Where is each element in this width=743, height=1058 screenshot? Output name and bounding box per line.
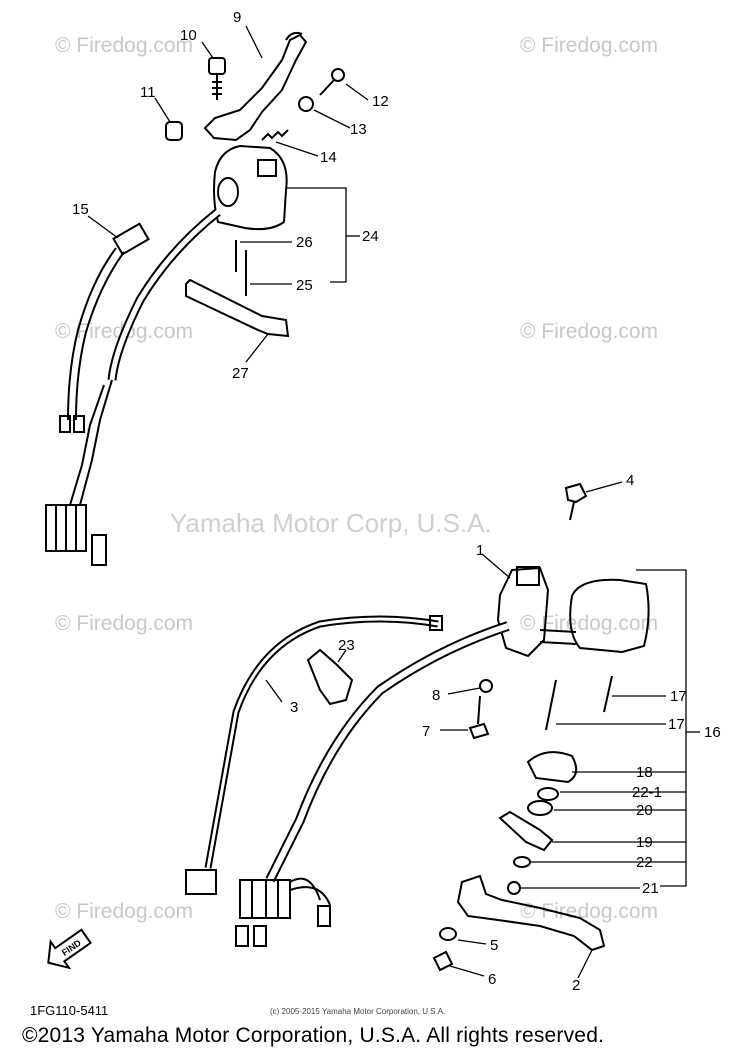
watermark-firedog: © Firedog.com <box>520 612 658 635</box>
guide-part-18 <box>526 751 578 784</box>
callout-19: 19 <box>636 834 653 851</box>
find-button[interactable]: FIND <box>39 923 95 976</box>
lower-assembly <box>185 482 650 972</box>
callout-21: 21 <box>642 880 659 897</box>
upper-assembly <box>45 31 345 566</box>
screw-part-21 <box>507 881 521 895</box>
callout-2: 2 <box>572 977 580 994</box>
callout-14: 14 <box>320 149 337 166</box>
callout-26: 26 <box>296 234 313 251</box>
watermark-firedog: © Firedog.com <box>55 612 193 635</box>
callout-5: 5 <box>490 937 498 954</box>
callout-labels: 9 10 11 12 13 14 15 24 26 25 27 4 1 23 3… <box>72 9 721 994</box>
terminal-part-23 <box>306 648 354 706</box>
watermark-firedog: © Firedog.com <box>520 900 658 923</box>
washer-part-22 <box>513 856 531 868</box>
leader-lines <box>87 25 700 979</box>
callout-6: 6 <box>488 971 496 988</box>
callout-22: 22 <box>636 854 653 871</box>
callout-18: 18 <box>636 764 653 781</box>
bolt-part-4 <box>564 482 588 504</box>
screw-part-12 <box>331 68 345 82</box>
spring-part-14 <box>261 129 289 141</box>
lever-part-9 <box>203 33 308 142</box>
nut-part-6 <box>432 950 454 972</box>
callout-23: 23 <box>338 637 355 654</box>
callout-9: 9 <box>233 9 241 26</box>
watermark-firedog: © Firedog.com <box>55 34 193 57</box>
watermark-firedog: © Firedog.com <box>520 320 658 343</box>
callout-15: 15 <box>72 201 89 218</box>
screw-part-17 <box>603 675 613 713</box>
callout-25: 25 <box>296 277 313 294</box>
part-code: 1FG110-5411 <box>30 1003 109 1018</box>
callout-10: 10 <box>180 27 197 44</box>
switch-part-15 <box>112 222 150 256</box>
connector-part-3 <box>185 869 217 895</box>
callout-7: 7 <box>422 723 430 740</box>
callout-4: 4 <box>626 472 634 489</box>
callout-16: 16 <box>704 724 721 741</box>
callout-11: 11 <box>140 84 156 101</box>
washer-part-8 <box>479 679 493 693</box>
bolt-part-7 <box>468 722 490 740</box>
callout-22-1: 22-1 <box>632 784 662 801</box>
pin-part-5 <box>439 927 457 941</box>
nut-part-13 <box>298 96 314 112</box>
switch-housing-part-24 <box>213 144 288 231</box>
cable-end-part-19 <box>498 810 554 852</box>
washer-part-20 <box>527 800 553 816</box>
band-part-27 <box>185 278 290 338</box>
callout-17a: 17 <box>670 688 687 705</box>
screw-part-17 <box>545 679 557 731</box>
copyright-footer: ©2013 Yamaha Motor Corporation, U.S.A. A… <box>22 1024 605 1047</box>
watermark-yamaha: Yamaha Motor Corp, U.S.A. <box>170 508 492 538</box>
watermarks: © Firedog.com © Firedog.com © Firedog.co… <box>55 34 658 923</box>
watermark-firedog: © Firedog.com <box>520 34 658 57</box>
callout-13: 13 <box>350 121 367 138</box>
small-copyright: (c) 2005-2015 Yamaha Motor Corporation, … <box>270 1007 446 1016</box>
watermark-firedog: © Firedog.com <box>55 900 193 923</box>
bolt-part-10 <box>208 57 226 75</box>
find-arrow-icon[interactable] <box>39 923 95 976</box>
switch-housing-part-16 <box>569 578 650 654</box>
callout-12: 12 <box>372 93 389 110</box>
lever-part-2 <box>456 874 606 952</box>
callout-3: 3 <box>290 699 298 716</box>
callout-24: 24 <box>362 228 379 245</box>
callout-17b: 17 <box>668 716 685 733</box>
collar-part-11 <box>165 121 183 141</box>
callout-27: 27 <box>232 365 249 382</box>
washer-part-22-1 <box>537 787 559 801</box>
callout-20: 20 <box>636 802 653 819</box>
callout-1: 1 <box>476 542 484 559</box>
callout-8: 8 <box>432 687 440 704</box>
